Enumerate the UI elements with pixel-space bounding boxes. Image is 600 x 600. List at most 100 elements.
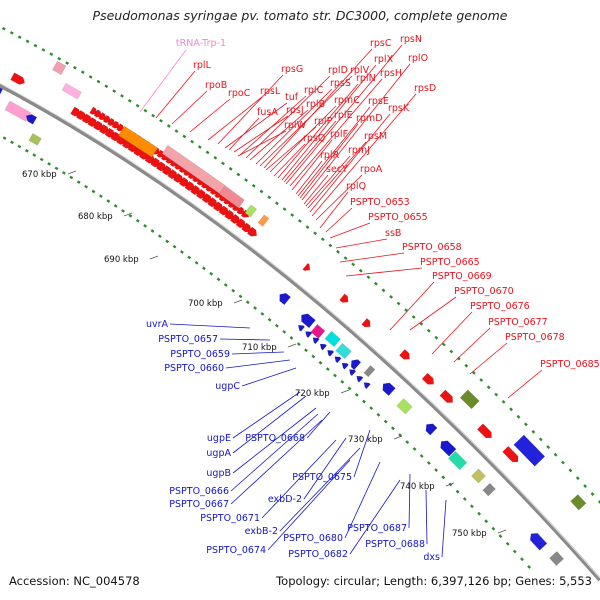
forward-gene-arrow[interactable]	[195, 188, 208, 201]
gene-block-lime[interactable]	[244, 204, 257, 218]
gene-label-dxs[interactable]: dxs	[423, 552, 440, 563]
forward-gene-arrow[interactable]	[246, 226, 259, 239]
gene-label-rplw[interactable]: rplW	[284, 120, 307, 131]
forward-gene-arrow[interactable]	[212, 201, 225, 214]
reverse-gene-arrow[interactable]	[549, 551, 565, 566]
reverse-gene-arrow[interactable]	[527, 530, 548, 551]
gene-label-pspto-0685[interactable]: PSPTO_0685	[540, 359, 600, 370]
gene-label-ssb[interactable]: ssB	[385, 228, 401, 239]
gene-label-rplr[interactable]: rplR	[320, 150, 340, 161]
gene-label-tuf[interactable]: tuf	[285, 92, 299, 103]
gene-label-rpss[interactable]: rpsS	[330, 78, 351, 89]
gene-label-rplo[interactable]: rplO	[408, 53, 428, 64]
reverse-gene-arrow[interactable]	[348, 357, 362, 371]
gene-label-pspto-0657[interactable]: PSPTO_0657	[158, 334, 218, 345]
gene-label-rplf[interactable]: rplF	[330, 129, 348, 140]
gene-label-fusa[interactable]: fusA	[257, 107, 278, 118]
gene-label-pspto-0653[interactable]: PSPTO_0653	[350, 197, 410, 208]
ribosomal-protein-block[interactable]	[218, 185, 245, 209]
forward-gene-arrow[interactable]	[229, 213, 242, 226]
gene-label-ugpe[interactable]: ugpE	[207, 433, 231, 444]
forward-gene-arrow[interactable]	[421, 372, 436, 387]
gene-label-rpmc[interactable]: rpmC	[334, 95, 360, 106]
forward-gene-arrow[interactable]	[502, 445, 521, 464]
gene-label-pspto-0688[interactable]: PSPTO_0688	[365, 539, 425, 550]
rrna-operon-block[interactable]	[117, 125, 159, 158]
gene-label-rpoa[interactable]: rpoA	[360, 164, 383, 175]
gene-label-pspto-0687[interactable]: PSPTO_0687	[347, 523, 407, 534]
gene-label-rpsn[interactable]: rpsN	[400, 34, 422, 45]
gene-label-pspto-0675[interactable]: PSPTO_0675	[292, 472, 352, 483]
reverse-gene-arrow[interactable]	[363, 365, 376, 378]
forward-gene-arrow[interactable]	[156, 149, 167, 160]
gene-label-rplc[interactable]: rplC	[304, 85, 324, 96]
reverse-gene-arrow[interactable]	[304, 329, 313, 338]
gene-label-pspto-0670[interactable]: PSPTO_0670	[454, 286, 514, 297]
forward-gene-arrow[interactable]	[241, 222, 253, 235]
gene-label-ugpa[interactable]: ugpA	[206, 448, 231, 459]
gene-label-pspto-0665[interactable]: PSPTO_0665	[420, 257, 480, 268]
gene-label-rpsd[interactable]: rpsD	[414, 83, 436, 94]
reverse-gene-arrow[interactable]	[335, 342, 352, 360]
reverse-gene-arrow[interactable]	[318, 342, 327, 351]
gene-label-pspto-0655[interactable]: PSPTO_0655	[368, 212, 428, 223]
forward-gene-arrow[interactable]	[89, 106, 100, 117]
reverse-gene-arrow[interactable]	[347, 367, 357, 377]
gene-label-rplb[interactable]: rplB	[306, 99, 325, 110]
forward-gene-arrow[interactable]	[107, 117, 117, 128]
forward-gene-arrow[interactable]	[111, 120, 122, 131]
gene-label-rpsl[interactable]: rpsL	[260, 86, 281, 97]
forward-gene-arrow[interactable]	[476, 423, 494, 441]
gene-label-rpld[interactable]: rplD	[328, 65, 348, 76]
gene-block-olive[interactable]	[459, 389, 480, 410]
reverse-gene-arrow[interactable]	[298, 311, 316, 329]
gene-label-pspto-0660[interactable]: PSPTO_0660	[164, 363, 224, 374]
gene-label-pspto-0671[interactable]: PSPTO_0671	[200, 513, 260, 524]
reverse-gene-arrow[interactable]	[310, 323, 326, 339]
gene-label-pspto-0669[interactable]: PSPTO_0669	[432, 271, 492, 282]
forward-gene-arrow[interactable]	[207, 197, 220, 209]
gene-label-exbd-2[interactable]: exbD-2	[268, 494, 302, 505]
gene-block-olive[interactable]	[28, 133, 42, 146]
gene-label-rpsq[interactable]: rpsQ	[303, 133, 325, 144]
forward-gene-arrow[interactable]	[102, 114, 113, 125]
reverse-gene-arrow[interactable]	[423, 421, 438, 436]
gene-label-pspto-0668[interactable]: PSPTO_0668	[245, 433, 305, 444]
gene-label-pspto-0677[interactable]: PSPTO_0677	[488, 317, 548, 328]
trna-block[interactable]	[61, 82, 82, 100]
forward-gene-arrow[interactable]	[235, 218, 248, 230]
gene-label-pspto-0674[interactable]: PSPTO_0674	[206, 545, 266, 556]
gene-label-rplx[interactable]: rplX	[374, 54, 394, 65]
gene-block-orange[interactable]	[257, 214, 270, 227]
gene-label-rpln[interactable]: rplN	[356, 73, 376, 84]
gene-label-rpmd[interactable]: rpmD	[356, 113, 383, 124]
gene-label-rpsg[interactable]: rpsG	[281, 64, 303, 75]
reverse-gene-arrow[interactable]	[355, 374, 364, 383]
forward-gene-arrow[interactable]	[224, 209, 237, 222]
gene-label-pspto-0676[interactable]: PSPTO_0676	[470, 301, 530, 312]
forward-gene-arrow[interactable]	[439, 389, 456, 405]
reverse-gene-arrow[interactable]	[296, 323, 306, 332]
gene-label-rpsm[interactable]: rpsM	[364, 131, 387, 142]
gene-label-rpoc[interactable]: rpoC	[228, 88, 251, 99]
gene-label-rpsh[interactable]: rpsH	[380, 68, 402, 79]
gene-label-rpsj[interactable]: rpsJ	[286, 105, 304, 116]
gene-label-pspto-0666[interactable]: PSPTO_0666	[169, 486, 229, 497]
reverse-gene-arrow[interactable]	[24, 112, 38, 125]
forward-gene-arrow[interactable]	[399, 349, 412, 362]
gene-label-pspto-0659[interactable]: PSPTO_0659	[170, 349, 230, 360]
reverse-gene-arrow[interactable]	[277, 291, 291, 306]
gene-label-pspto-0658[interactable]: PSPTO_0658	[402, 242, 462, 253]
gene-label-rpob[interactable]: rpoB	[205, 80, 227, 91]
gene-block-pink[interactable]	[52, 60, 67, 76]
gene-label-ugpb[interactable]: ugpB	[206, 468, 231, 479]
gene-label-pspto-0680[interactable]: PSPTO_0680	[283, 533, 343, 544]
gene-label-ugpc[interactable]: ugpC	[215, 381, 240, 392]
reverse-gene-arrow[interactable]	[438, 438, 457, 457]
gene-block-blue[interactable]	[513, 434, 546, 467]
forward-gene-arrow[interactable]	[361, 318, 373, 329]
gene-label-rplq[interactable]: rplQ	[346, 181, 366, 192]
gene-label-exbb-2[interactable]: exbB-2	[245, 526, 278, 537]
forward-gene-arrow[interactable]	[10, 72, 27, 87]
forward-gene-arrow[interactable]	[339, 293, 350, 305]
